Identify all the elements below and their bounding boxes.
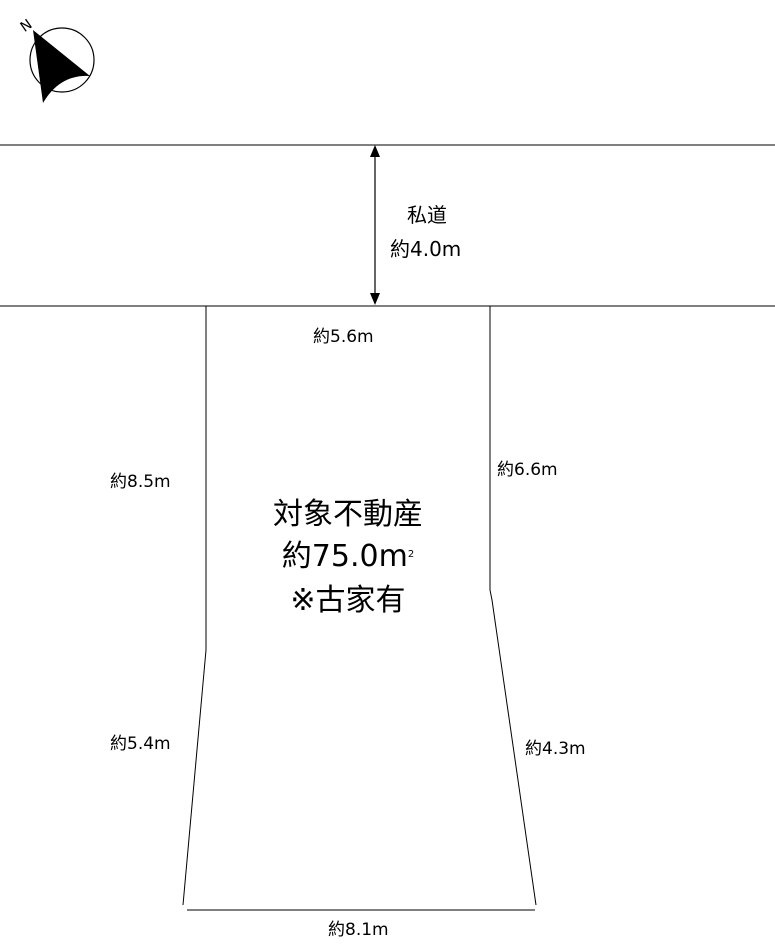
dimension-bottom: 約8.1m — [328, 920, 389, 940]
property-area: 約75.0m2 — [218, 536, 478, 578]
north-label: N — [18, 17, 36, 36]
property-title: 対象不動産 — [273, 497, 423, 532]
road-width-label: 約4.0m — [390, 237, 462, 261]
north-compass-icon — [29, 27, 95, 103]
property-note: ※古家有 — [290, 583, 406, 618]
dimension-right-upper: 約6.6m — [497, 460, 558, 480]
road-width-arrow — [370, 145, 380, 305]
road-name: 私道 — [407, 203, 447, 227]
dimension-left-lower: 約5.4m — [110, 734, 171, 754]
dimension-right-lower: 約4.3m — [525, 739, 586, 759]
property-boundary — [182, 306, 537, 911]
area-unit-superscript: 2 — [407, 549, 415, 560]
dimension-top: 約5.6m — [313, 327, 374, 347]
dimension-left-upper: 約8.5m — [110, 472, 171, 492]
property-area-value: 約75.0m — [281, 539, 408, 574]
